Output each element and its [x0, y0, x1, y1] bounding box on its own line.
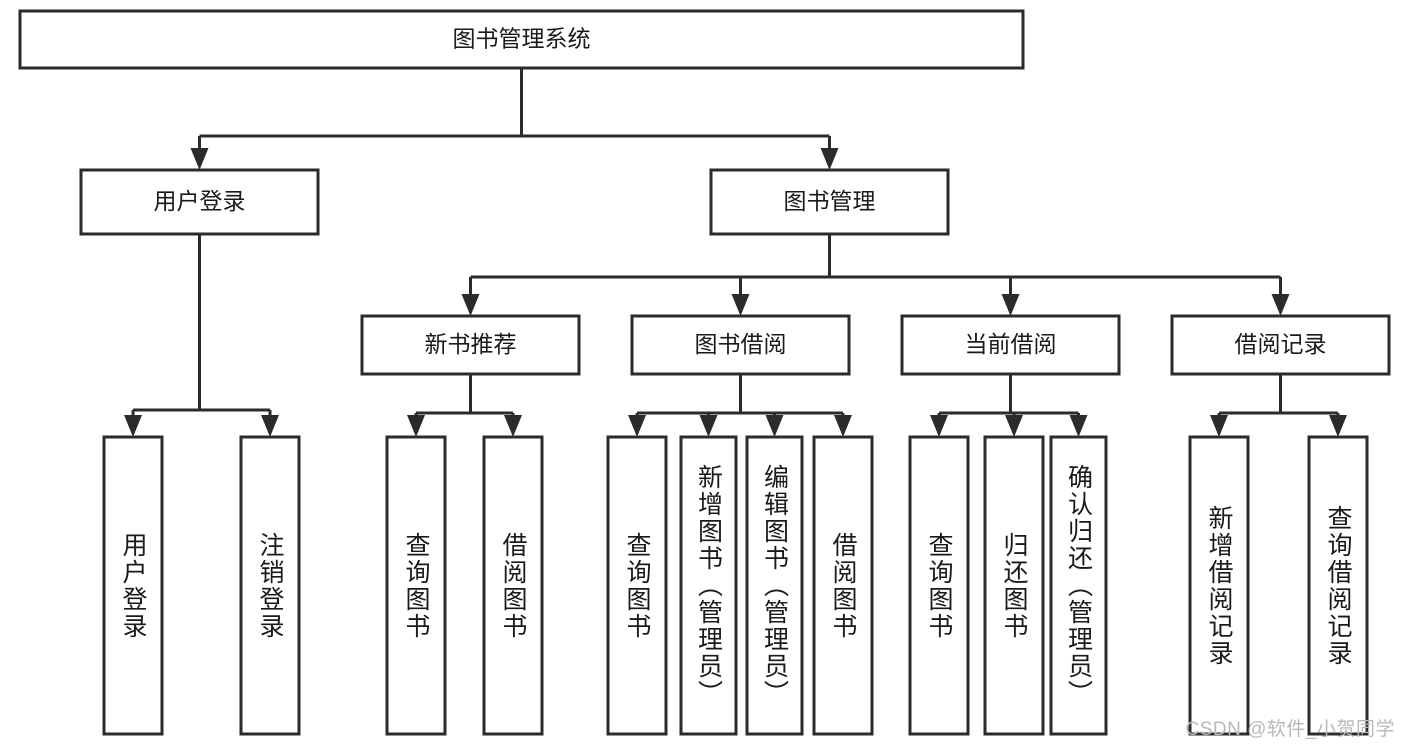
level3-node-label-0: 新书推荐 — [425, 331, 517, 357]
arrow-down-icon — [628, 415, 646, 437]
arrow-down-icon — [124, 415, 142, 437]
arrow-down-icon — [190, 148, 209, 170]
arrow-down-icon — [1329, 415, 1347, 437]
arrow-down-icon — [1005, 415, 1023, 437]
leaf-node-box-5[interactable] — [679, 435, 738, 736]
leaf-node-box-1[interactable] — [239, 435, 301, 736]
arrow-down-icon — [765, 415, 784, 437]
arrow-down-icon — [699, 415, 718, 437]
leaf-node-box-9[interactable] — [983, 435, 1045, 736]
leaf-node-box-3[interactable] — [482, 435, 544, 736]
csdn-watermark: CSDN @软件_小贺同学 — [1185, 719, 1395, 740]
arrow-down-icon — [504, 415, 522, 437]
root-node-label: 图书管理系统 — [453, 26, 591, 52]
level3-node-box-3[interactable] — [1170, 314, 1391, 376]
leaf-node-box-4[interactable] — [606, 435, 668, 736]
leaf-node-box-7[interactable] — [812, 435, 874, 736]
arrow-down-icon — [820, 148, 839, 170]
level3-node-label-2: 当前借阅 — [965, 331, 1057, 357]
leaf-node-box-11[interactable] — [1188, 435, 1250, 736]
leaf-node-box-2[interactable] — [385, 435, 447, 736]
level3-node-label-3: 借阅记录 — [1235, 331, 1327, 357]
leaf-node-box-12[interactable] — [1307, 435, 1369, 736]
level2-node-box-0[interactable] — [79, 168, 320, 236]
arrow-down-icon — [407, 415, 425, 437]
arrow-down-icon — [834, 415, 852, 437]
level2-node-label-0: 用户登录 — [154, 188, 246, 214]
root-node-box[interactable] — [18, 9, 1025, 70]
leaf-node-box-8[interactable] — [908, 435, 970, 736]
connector-layer — [124, 68, 1347, 437]
level3-node-box-0[interactable] — [360, 314, 581, 376]
leaf-node-box-0[interactable] — [102, 435, 164, 736]
arrow-down-icon — [261, 415, 279, 437]
level3-node-box-1[interactable] — [630, 314, 851, 376]
level3-node-label-1: 图书借阅 — [695, 331, 787, 357]
level2-node-box-1[interactable] — [709, 168, 950, 236]
arrow-down-icon — [461, 294, 480, 316]
arrow-down-icon — [731, 294, 750, 316]
arrow-down-icon — [1069, 415, 1088, 437]
arrow-down-icon — [1001, 294, 1020, 316]
arrow-down-icon — [1210, 415, 1228, 437]
node-box-layer — [18, 9, 1391, 736]
level3-node-box-2[interactable] — [900, 314, 1121, 376]
level2-node-label-1: 图书管理 — [784, 188, 876, 214]
arrow-down-icon — [930, 415, 948, 437]
leaf-node-box-6[interactable] — [745, 435, 804, 736]
leaf-node-box-10[interactable] — [1049, 435, 1108, 736]
arrow-down-icon — [1271, 294, 1290, 316]
